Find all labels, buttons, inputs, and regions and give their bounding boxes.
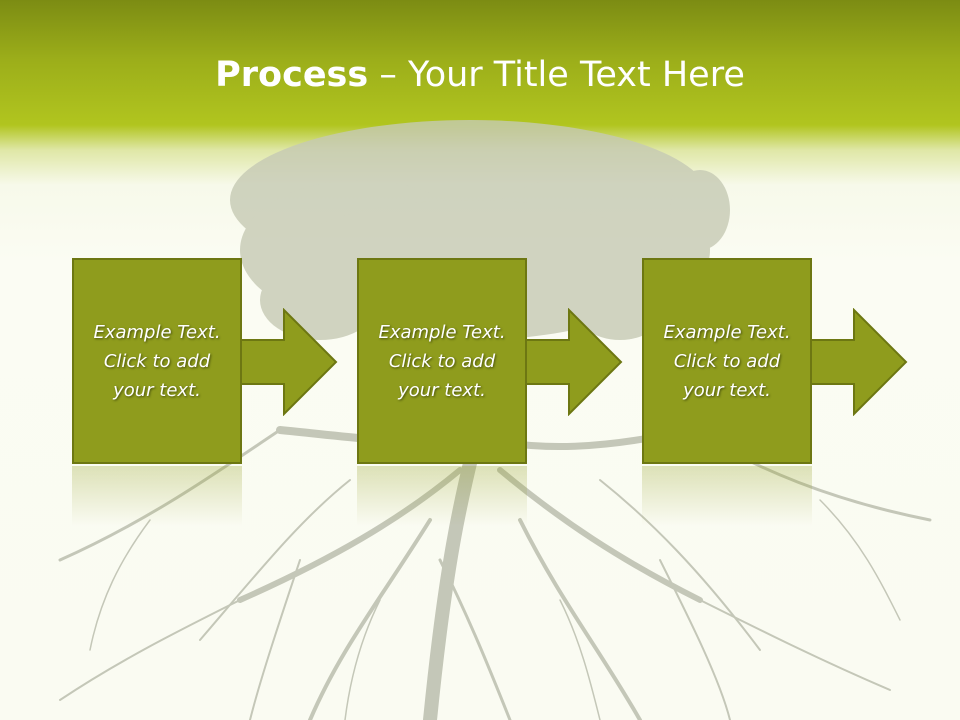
- step-1-text[interactable]: Example Text. Click to add your text.: [93, 321, 221, 401]
- step-1-box[interactable]: Example Text. Click to add your text.: [72, 258, 242, 464]
- title-rest-text: – Your Title Text Here: [368, 55, 745, 95]
- step-1-reflection: [72, 466, 242, 526]
- tree-roots-image: [58, 413, 932, 720]
- title-bold-text: Process: [215, 55, 369, 95]
- step-3-reflection: [642, 466, 812, 526]
- step-2-reflection: [357, 466, 527, 526]
- step-2-text[interactable]: Example Text. Click to add your text.: [378, 321, 506, 401]
- slide-title[interactable]: Process – Your Title Text Here: [0, 52, 960, 98]
- step-3-arrow-icon[interactable]: [810, 308, 908, 416]
- step-3-box[interactable]: Example Text. Click to add your text.: [642, 258, 812, 464]
- step-2-box[interactable]: Example Text. Click to add your text.: [357, 258, 527, 464]
- step-3-text[interactable]: Example Text. Click to add your text.: [663, 321, 791, 401]
- step-2-arrow-icon[interactable]: [525, 308, 623, 416]
- step-1-arrow-icon[interactable]: [240, 308, 338, 416]
